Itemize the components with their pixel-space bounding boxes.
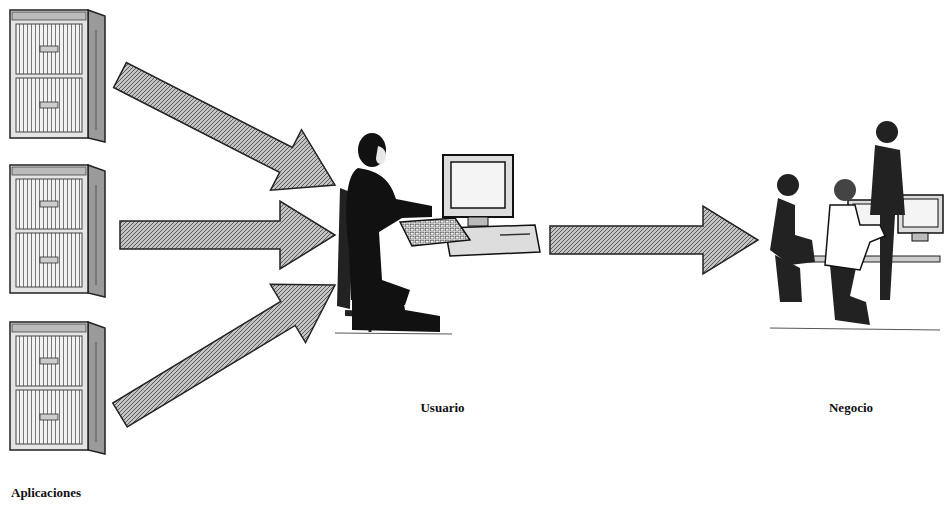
server-racks <box>10 10 105 454</box>
user-figure-part <box>443 155 513 217</box>
user-figure-part <box>500 234 530 235</box>
business-figure-part <box>830 265 870 325</box>
server-rack <box>10 322 105 454</box>
user-figure-part <box>400 218 470 246</box>
user-figure-part <box>451 162 505 208</box>
user-figure <box>335 133 540 334</box>
application-group: Aplicaciones <box>5 5 120 505</box>
block-arrow <box>120 201 335 269</box>
user-figure-part <box>468 217 488 226</box>
figure-label: Usuario <box>418 400 466 416</box>
server-rack <box>10 165 105 297</box>
business-figure-part <box>775 255 802 302</box>
figure-label: Negocio <box>827 400 875 416</box>
block-arrow <box>550 206 758 274</box>
business-figure-part <box>876 121 898 143</box>
business-figure-part <box>870 145 905 300</box>
server-rack <box>10 10 105 142</box>
block-arrow <box>114 63 335 191</box>
business-node: Negocio <box>758 110 944 420</box>
business-figure-part <box>834 179 856 201</box>
figure-label: Aplicaciones <box>9 485 83 501</box>
user-figure-part <box>335 333 452 334</box>
business-figure-part <box>903 199 938 227</box>
business-figure-part <box>770 198 815 265</box>
block-arrow <box>113 284 335 427</box>
user-node: Usuario <box>335 118 550 420</box>
user-figure-part <box>376 146 386 164</box>
business-figure-part <box>770 328 940 330</box>
business-figure <box>770 121 943 330</box>
business-figure-part <box>912 233 928 241</box>
business-figure-part <box>825 205 885 270</box>
user-figure-part <box>358 133 386 167</box>
business-figure-part <box>777 174 799 196</box>
